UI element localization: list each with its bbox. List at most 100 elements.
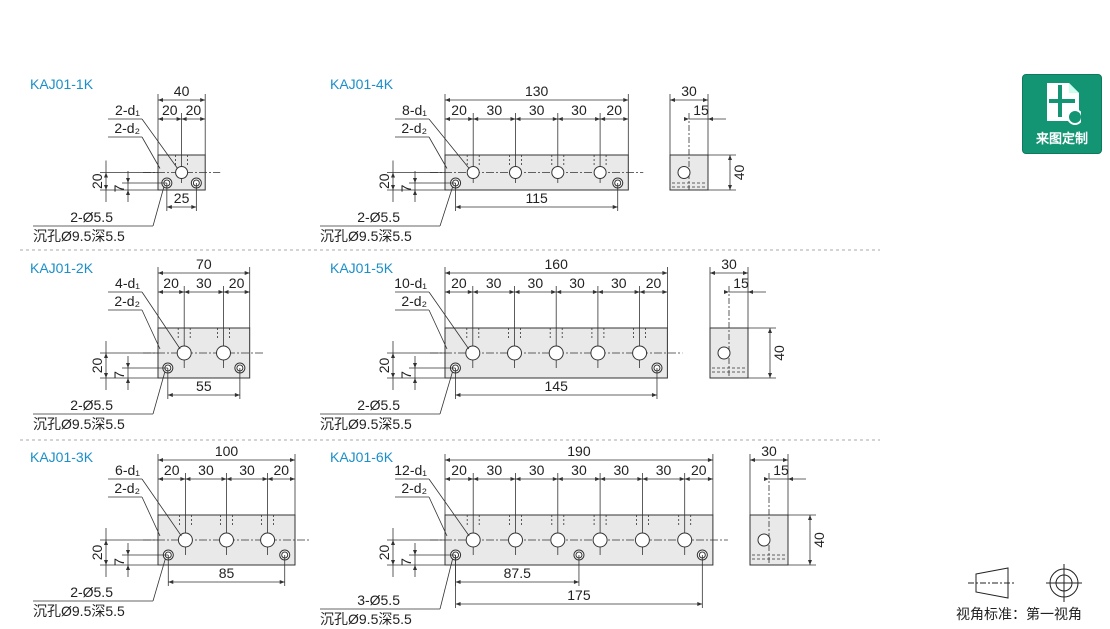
arrowhead [651, 393, 657, 397]
port-hole-d1 [465, 532, 481, 548]
port-hole-d1 [177, 532, 193, 548]
dimension-label: 20 [229, 275, 245, 291]
dimension-label: 40 [731, 165, 747, 181]
arrowhead [455, 393, 461, 397]
dimension-label: 7 [398, 371, 414, 379]
leader-line [428, 478, 470, 537]
arrowhead [623, 98, 629, 102]
arrowhead [168, 580, 174, 584]
part-title: KAJ01-6K [330, 449, 394, 465]
part-title: KAJ01-5K [330, 260, 394, 276]
port-d1-label: 10-d₁ [394, 275, 427, 291]
arrowhead [595, 117, 601, 121]
arrowhead [788, 477, 793, 481]
arrowhead [455, 205, 461, 209]
arrowhead [515, 477, 521, 481]
dimension-label: 7 [111, 371, 127, 379]
dimension-label: 130 [525, 83, 549, 99]
arrowhead [191, 205, 197, 209]
arrowhead [697, 602, 703, 606]
arrowhead [642, 477, 648, 481]
arrowhead [445, 98, 450, 102]
port-d2-label: 2-d₂ [401, 293, 427, 309]
part-title: KAJ01-2K [30, 260, 94, 276]
arrowhead [557, 477, 563, 481]
arrowhead [510, 117, 516, 121]
port-hole-d1 [548, 345, 564, 361]
arrowhead [158, 290, 163, 294]
arrowhead [290, 458, 295, 462]
arrowhead [684, 117, 689, 121]
arrowhead [473, 477, 479, 481]
arrowhead [200, 117, 206, 121]
dimension-label: 30 [239, 462, 255, 478]
dimension-label: 7 [398, 184, 414, 192]
arrowhead [592, 290, 598, 294]
arrowhead [468, 117, 474, 121]
arrowhead [708, 117, 713, 121]
leader-line [428, 291, 470, 350]
arrowhead [612, 205, 618, 209]
dimension-label: 30 [611, 275, 627, 291]
port-hole-d1 [634, 532, 650, 548]
dimension-label: 20 [451, 275, 467, 291]
dimension-label: 145 [545, 378, 569, 394]
port-hole-d1 [466, 166, 480, 179]
arrowhead [104, 353, 108, 358]
arrowhead [662, 271, 668, 275]
side-port-hole [757, 533, 771, 547]
port-d1-label: 6-d₁ [115, 462, 140, 478]
dimension-label: 30 [571, 102, 587, 118]
arrowhead [391, 172, 395, 178]
arrowhead [455, 602, 461, 606]
port-d2-label: 2-d₂ [114, 120, 140, 136]
arrowhead [166, 205, 172, 209]
arrowhead [126, 178, 130, 183]
arrowhead [509, 290, 515, 294]
arrowhead [710, 271, 715, 275]
port-d2-label: 2-d₂ [114, 293, 140, 309]
arrowhead [808, 560, 812, 565]
dimension-label: 7 [111, 558, 127, 566]
dimension-label: 70 [196, 256, 212, 272]
arrowhead [634, 290, 640, 294]
dimension-label: 30 [487, 462, 503, 478]
arrowhead [391, 185, 395, 190]
leader-line [428, 496, 448, 537]
arrowhead [670, 98, 675, 102]
dimension-label: 20 [89, 358, 105, 374]
arrowhead [662, 290, 668, 294]
arrowhead [184, 290, 190, 294]
arrowhead [158, 477, 163, 481]
dimension-label: 15 [733, 275, 749, 291]
dimension-label: 20 [186, 102, 202, 118]
leader-line [141, 478, 182, 537]
dimension-label: 15 [773, 462, 789, 478]
arrowhead [158, 271, 163, 275]
arrowhead [597, 290, 603, 294]
counterbore-label: 沉孔Ø9.5深5.5 [33, 416, 125, 432]
custom-drawing-button[interactable]: 来图定制 [1022, 74, 1102, 154]
mount-holes-label: 2-Ø5.5 [357, 397, 400, 413]
arrowhead [551, 290, 557, 294]
dimension-label: 20 [164, 462, 180, 478]
dimension-label: 30 [528, 275, 544, 291]
dimension-label: 20 [274, 462, 290, 478]
port-hole-d1 [550, 532, 566, 548]
dimension-label: 190 [567, 443, 591, 459]
arrowhead [595, 477, 601, 481]
arrowhead [750, 458, 755, 462]
dimension-label: 30 [198, 462, 214, 478]
arrowhead [244, 290, 250, 294]
dimension-label: 7 [398, 558, 414, 566]
counterbore-label: 沉孔Ø9.5深5.5 [320, 416, 412, 432]
arrowhead [126, 550, 130, 555]
arrowhead [181, 117, 187, 121]
arrowhead [104, 540, 108, 545]
arrowhead [104, 172, 108, 178]
arrowhead [445, 290, 450, 294]
